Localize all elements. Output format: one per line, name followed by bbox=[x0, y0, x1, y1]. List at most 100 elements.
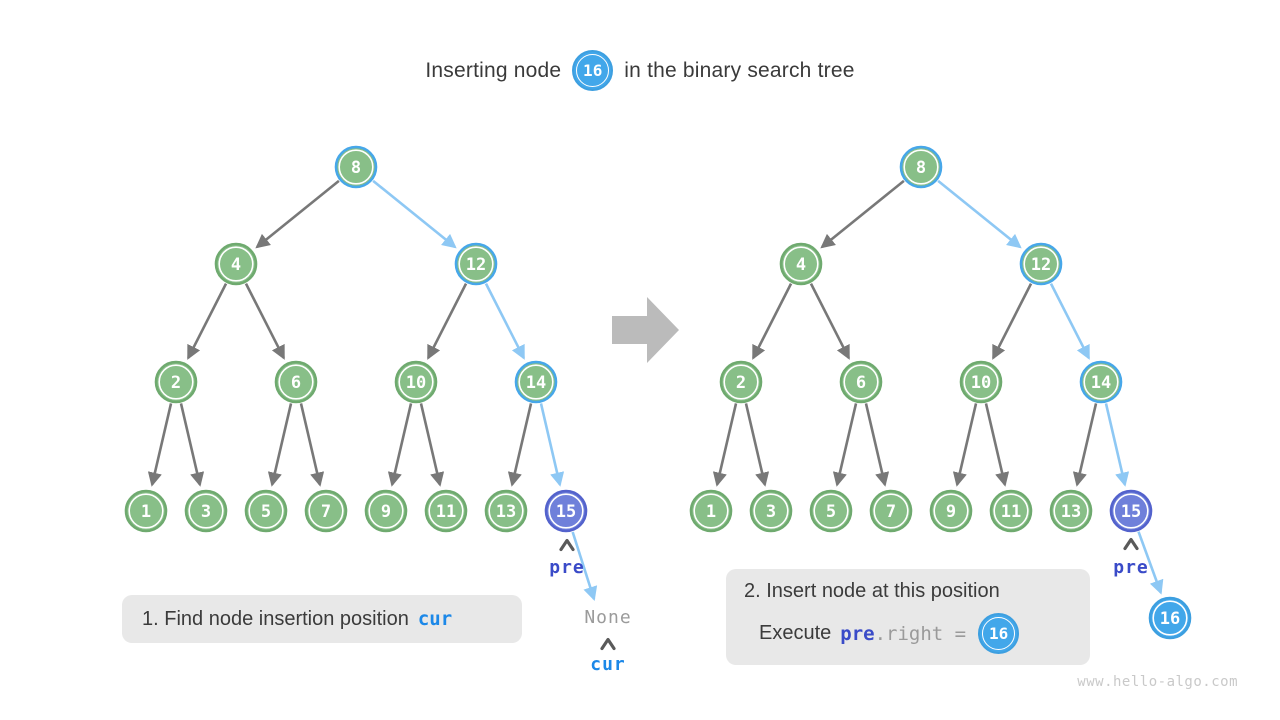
edge-14-15 bbox=[1104, 403, 1130, 487]
node-5: 5 bbox=[244, 489, 288, 533]
caption-step1-text: 1. Find node insertion position bbox=[142, 607, 409, 630]
watermark: www.hello-algo.com bbox=[1077, 674, 1238, 690]
node-10: 10 bbox=[959, 360, 1003, 404]
edge-2-1 bbox=[712, 403, 738, 487]
node-8-value: 8 bbox=[916, 158, 926, 178]
edge-6-5 bbox=[832, 403, 858, 487]
title-node-16: 16 bbox=[572, 50, 614, 91]
node-7: 7 bbox=[304, 489, 348, 533]
edge-4-6 bbox=[809, 283, 850, 360]
node-6: 6 bbox=[274, 360, 318, 404]
node-9: 9 bbox=[364, 489, 408, 533]
node-14-value: 14 bbox=[526, 373, 546, 393]
caret-up-icon bbox=[600, 637, 616, 651]
edge-12-14 bbox=[484, 283, 525, 360]
edge-14-13 bbox=[1072, 403, 1098, 487]
edge-15-none bbox=[571, 531, 598, 602]
node-14-value: 14 bbox=[1091, 373, 1111, 393]
edge-6-7 bbox=[864, 403, 890, 487]
transition-arrow-icon bbox=[612, 297, 679, 363]
edge-6-7 bbox=[299, 403, 325, 487]
node-8: 8 bbox=[334, 145, 378, 189]
node-11-value: 11 bbox=[1001, 502, 1021, 522]
node-11-value: 11 bbox=[436, 502, 456, 522]
title-text-before: Inserting node bbox=[425, 58, 562, 82]
node-7: 7 bbox=[869, 489, 913, 533]
node-15-value: 15 bbox=[1121, 502, 1141, 522]
node-14: 14 bbox=[514, 360, 558, 404]
node-3-value: 3 bbox=[766, 502, 776, 522]
caption-step2-node-16-value: 16 bbox=[988, 624, 1009, 643]
node-5-value: 5 bbox=[261, 502, 271, 522]
node-3-value: 3 bbox=[201, 502, 211, 522]
edge-8-12 bbox=[372, 179, 457, 249]
edge-10-9 bbox=[387, 403, 413, 487]
node-6-value: 6 bbox=[291, 373, 301, 393]
node-2: 2 bbox=[154, 360, 198, 404]
node-10-value: 10 bbox=[406, 373, 426, 393]
node-7-value: 7 bbox=[321, 502, 331, 522]
edge-4-2 bbox=[187, 283, 228, 360]
caption-step2-line1-text: 2. Insert node at this position bbox=[744, 580, 1000, 602]
node-13-value: 13 bbox=[496, 502, 516, 522]
node-1: 1 bbox=[689, 489, 733, 533]
node-3: 3 bbox=[184, 489, 228, 533]
node-15: 15 bbox=[1109, 489, 1153, 533]
node-10-value: 10 bbox=[971, 373, 991, 393]
edge-2-3 bbox=[179, 403, 205, 487]
node-8-value: 8 bbox=[351, 158, 361, 178]
caption-step2-code-pre: pre bbox=[840, 622, 875, 645]
edge-10-9 bbox=[952, 403, 978, 487]
node-13: 13 bbox=[484, 489, 528, 533]
edge-4-6 bbox=[244, 283, 285, 360]
node-14: 14 bbox=[1079, 360, 1123, 404]
caption-step1: 1. Find node insertion position cur bbox=[122, 595, 522, 643]
caption-step2-exec-label: Execute bbox=[759, 622, 832, 644]
edge-8-4 bbox=[820, 179, 905, 249]
node-15-value: 15 bbox=[556, 502, 576, 522]
node-12: 12 bbox=[454, 242, 498, 286]
caption-step2-code-right: .right = bbox=[874, 622, 967, 645]
caret-up-icon bbox=[1123, 537, 1139, 551]
node-11: 11 bbox=[424, 489, 468, 533]
label-pre: pre bbox=[549, 557, 585, 578]
caption-step2-line1: 2. Insert node at this position bbox=[744, 580, 1072, 603]
node-16: 16 bbox=[1148, 596, 1192, 640]
node-10: 10 bbox=[394, 360, 438, 404]
node-9: 9 bbox=[929, 489, 973, 533]
node-6: 6 bbox=[839, 360, 883, 404]
label-none: None bbox=[584, 607, 631, 628]
caption-step2-line2: Execute pre .right = 16 bbox=[759, 613, 1072, 654]
node-3: 3 bbox=[749, 489, 793, 533]
node-8: 8 bbox=[899, 145, 943, 189]
node-12: 12 bbox=[1019, 242, 1063, 286]
node-5-value: 5 bbox=[826, 502, 836, 522]
node-9-value: 9 bbox=[946, 502, 956, 522]
node-1: 1 bbox=[124, 489, 168, 533]
caption-step1-code-cur: cur bbox=[417, 608, 453, 630]
edge-10-11 bbox=[419, 403, 445, 487]
node-2-value: 2 bbox=[736, 373, 746, 393]
edge-8-12 bbox=[937, 179, 1022, 249]
label-pre: pre bbox=[1113, 557, 1149, 578]
edge-10-11 bbox=[984, 403, 1010, 487]
caret-up-icon bbox=[559, 538, 575, 552]
caption-step2-node-16: 16 bbox=[978, 613, 1020, 654]
node-16-value: 16 bbox=[1160, 609, 1180, 629]
node-15: 15 bbox=[544, 489, 588, 533]
node-9-value: 9 bbox=[381, 502, 391, 522]
edge-8-4 bbox=[255, 179, 340, 249]
node-4-value: 4 bbox=[796, 255, 806, 275]
edge-4-2 bbox=[752, 283, 793, 360]
node-4-value: 4 bbox=[231, 255, 241, 275]
edge-14-15 bbox=[539, 403, 565, 487]
edge-12-14 bbox=[1049, 283, 1090, 360]
title-node-16-value: 16 bbox=[582, 61, 603, 80]
edge-12-10 bbox=[992, 283, 1033, 360]
label-cur: cur bbox=[590, 654, 626, 675]
node-7-value: 7 bbox=[886, 502, 896, 522]
node-12-value: 12 bbox=[466, 255, 486, 275]
